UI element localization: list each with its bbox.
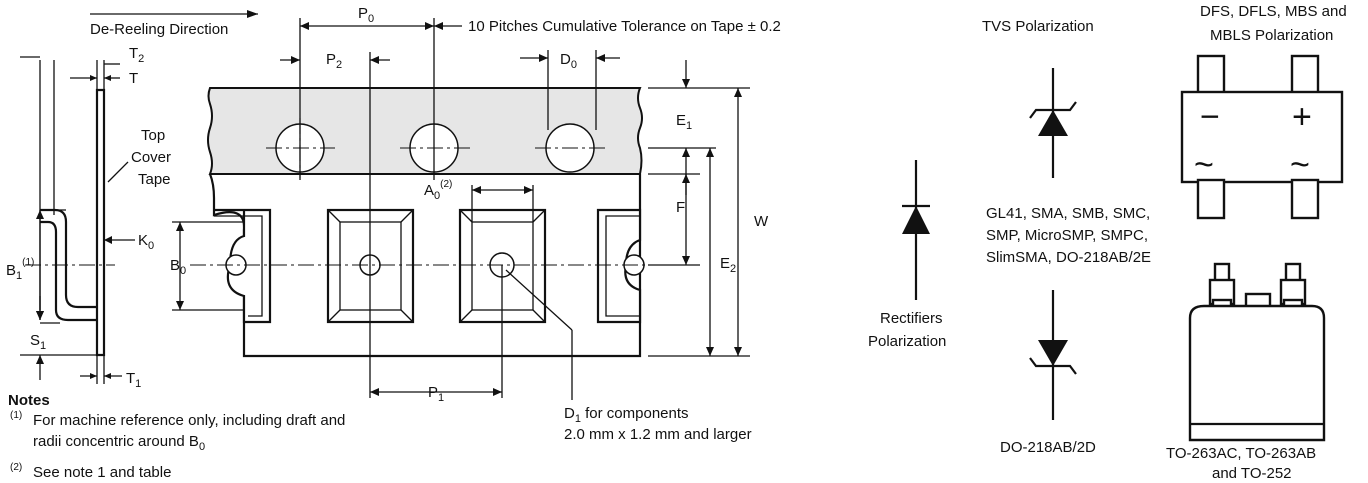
tape-top-view [90,10,750,400]
d1-note-label: D1 for components [564,405,689,425]
to263-package-drawing [1188,262,1326,442]
do218-diode-symbol [1029,290,1077,420]
pocket-profile-inner [40,220,97,322]
rectifiers-label-2: Polarization [868,333,946,350]
minus-terminal-symbol: − [1200,98,1220,136]
d0-label: D0 [560,51,577,71]
dfs-title-line1: DFS, DFLS, MBS and [1200,3,1347,20]
p0-label: P0 [358,5,374,25]
top-cover-tape-label-1: Top [141,127,165,144]
packages-line2: SMP, MicroSMP, SMPC, [986,227,1148,244]
cumulative-tolerance-label: 10 Pitches Cumulative Tolerance on Tape … [468,18,781,35]
top-cover-tape-label-3: Tape [138,171,171,188]
tape-side-profile [20,56,135,384]
ac-terminal-symbol-2: ~ [1290,146,1310,184]
a0-label: A0(2) [424,179,452,202]
w-label: W [754,213,769,230]
t-label: T [129,70,138,87]
do218-label: DO-218AB/2D [1000,439,1096,456]
s1-label: S1 [30,332,46,352]
p1-label: P1 [428,384,444,404]
note2-mark: (2) [10,462,22,473]
packages-line1: GL41, SMA, SMB, SMC, [986,205,1150,222]
t1-label: T1 [126,370,141,390]
ac-terminal-symbol-1: ~ [1194,146,1214,184]
pocket-left [214,208,272,324]
note1-mark: (1) [10,410,22,421]
packages-line3: SlimSMA, DO-218AB/2E [986,249,1151,266]
rectifier-diode-symbol [902,160,930,300]
cover-tape-strip [95,88,106,357]
top-cover-tape-label-2: Cover [131,149,171,166]
note1-line1: For machine reference only, including dr… [33,412,345,429]
to263-label-line1: TO-263AC, TO-263AB [1166,445,1316,462]
dfs-title-line2: MBLS Polarization [1210,27,1333,44]
t2-label: T2 [129,45,144,65]
pocket-partial [596,208,645,324]
bridge-package-drawing [1180,54,1344,220]
e1-label: E1 [676,112,692,132]
plus-terminal-symbol: + [1292,98,1312,136]
b0-label: B0 [170,257,186,277]
p2-label: P2 [326,51,342,71]
tvs-polarization-title: TVS Polarization [982,18,1094,35]
k0-label: K0 [138,232,154,252]
note2-text: See note 1 and table [33,464,171,481]
to263-label-line2: and TO-252 [1212,465,1292,482]
f-label: F [676,199,685,216]
notes-heading: Notes [8,392,50,409]
note1-line2: radii concentric around B0 [33,433,205,453]
b1-label: B1(1) [6,257,34,282]
rectifiers-label-1: Rectifiers [880,310,943,327]
de-reeling-direction-label: De-Reeling Direction [90,21,228,38]
d1-note-label-2: 2.0 mm x 1.2 mm and larger [564,426,752,443]
tvs-diode-symbol [1029,68,1077,178]
e2-label: E2 [720,255,736,275]
pocket-profile-outer [40,208,97,309]
